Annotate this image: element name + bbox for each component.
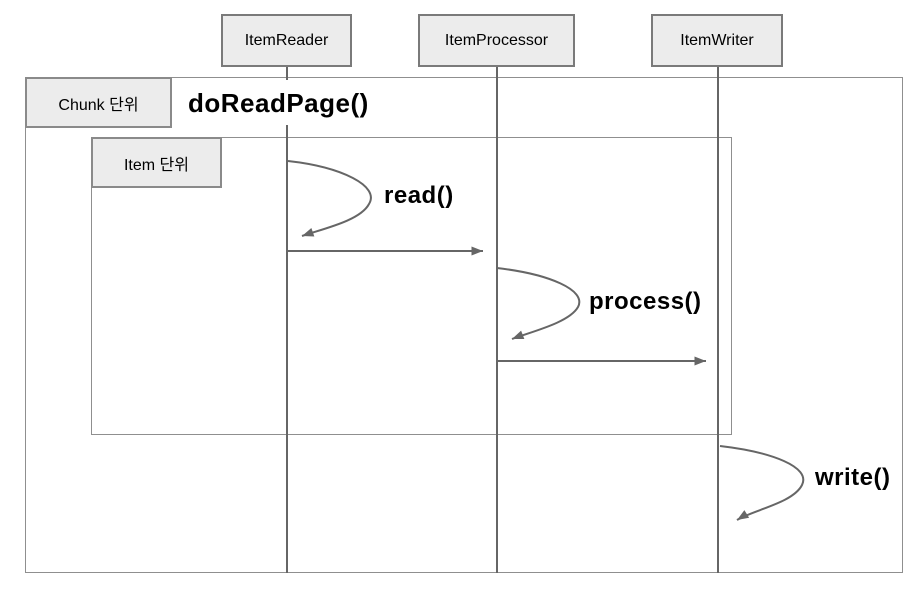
- message-label-doreadpage: doReadPage(): [186, 80, 372, 125]
- doreadpage-text: doReadPage(): [188, 87, 369, 118]
- message-label-read: read(): [384, 182, 454, 209]
- participant-label-itemwriter: ItemWriter: [680, 31, 754, 49]
- message-label-write: write(): [815, 464, 891, 491]
- item-frame: [91, 137, 732, 435]
- participant-box-itemwriter: ItemWriter: [651, 14, 783, 67]
- participant-box-itemprocessor: ItemProcessor: [418, 14, 575, 67]
- participant-box-itemreader: ItemReader: [221, 14, 352, 67]
- participant-label-itemprocessor: ItemProcessor: [444, 31, 549, 49]
- item-frame-label-text: Item 단위: [123, 156, 189, 174]
- chunk-frame-label-text: Chunk 단위: [58, 96, 139, 114]
- chunk-frame: [25, 77, 903, 573]
- chunk-frame-label: Chunk 단위: [25, 77, 172, 128]
- item-frame-label: Item 단위: [91, 137, 222, 188]
- participant-label-itemreader: ItemReader: [244, 31, 329, 49]
- message-label-process: process(): [589, 288, 702, 315]
